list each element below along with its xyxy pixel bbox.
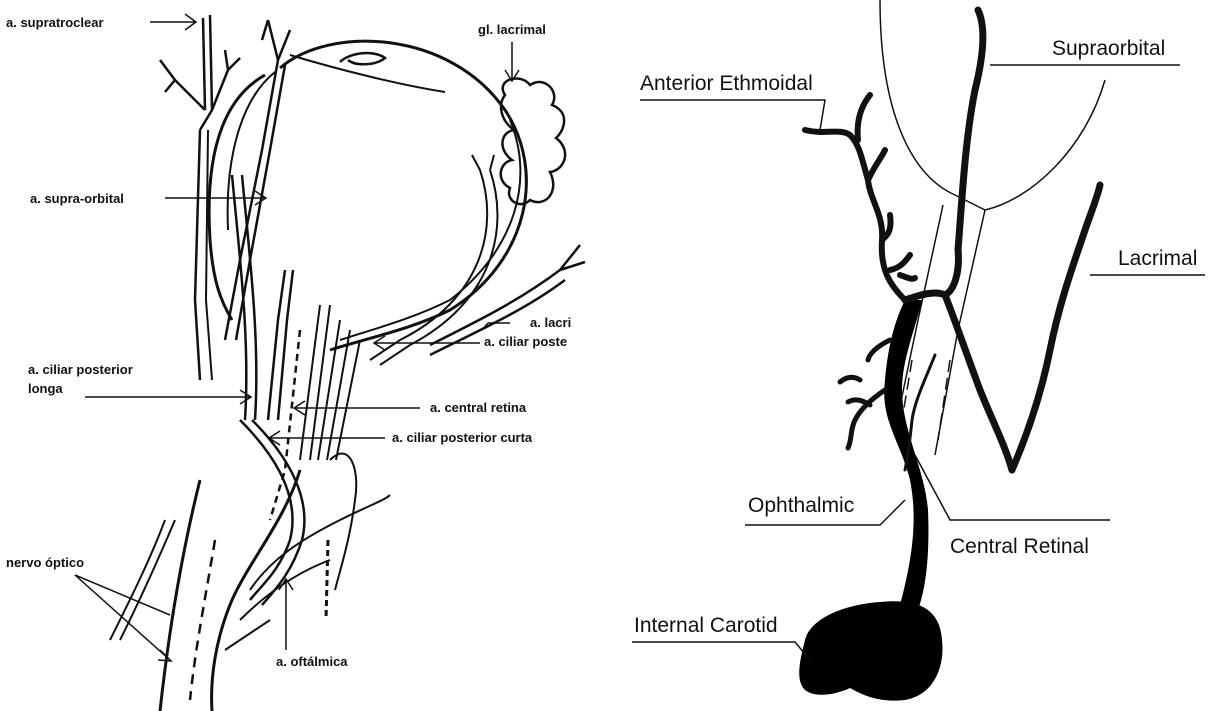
- left-long-ciliary-vessel: [232, 175, 293, 420]
- label-ciliar-curta: a. ciliar posterior curta: [392, 430, 533, 445]
- left-dash-end: [326, 540, 328, 620]
- left-eyeball: [209, 41, 526, 350]
- left-diagram: a. supratroclear gl. lacrimal a. supra-o…: [0, 0, 596, 711]
- label-central-retina: a. central retina: [430, 400, 527, 415]
- right-optic-nerve-dash: [902, 360, 950, 440]
- left-label-lines: [75, 14, 519, 661]
- left-nerve-sheath: [110, 520, 175, 640]
- left-eyeball-inner: [228, 72, 521, 340]
- label-ophthalmic: Ophthalmic: [748, 494, 854, 517]
- right-diagram: Anterior Ethmoidal Supraorbital Lacrimal…: [632, 0, 1205, 701]
- left-lacrimal-gland: [501, 78, 565, 204]
- label-lacrimal-cut: a. lacri: [530, 315, 571, 330]
- left-short-ciliary-shape: [330, 454, 356, 590]
- label-supratroclear: a. supratroclear: [6, 15, 104, 30]
- label-supra-orbital: a. supra-orbital: [30, 191, 124, 206]
- label-lacrimal: Lacrimal: [1118, 247, 1197, 270]
- right-central-retinal: [905, 355, 935, 470]
- label-internal-carotid: Internal Carotid: [634, 614, 778, 637]
- label-central-retinal: Central Retinal: [950, 535, 1089, 558]
- right-lower-twigs: [840, 340, 890, 448]
- left-optic-nerve: [160, 470, 300, 711]
- left-carotid-area: [225, 495, 390, 650]
- label-oftalmica: a. oftálmica: [276, 654, 348, 669]
- label-anterior-ethmoidal: Anterior Ethmoidal: [640, 72, 813, 95]
- label-supraorbital: Supraorbital: [1052, 37, 1165, 60]
- label-nervo-optico: nervo óptico: [6, 555, 84, 570]
- right-main-branches: [905, 10, 1100, 470]
- label-gl-lacrimal: gl. lacrimal: [478, 22, 546, 37]
- right-orbit-outline: [880, 0, 1105, 210]
- left-ciliary-bundle: [300, 305, 360, 460]
- left-cornea: [290, 55, 445, 92]
- left-pupil-mark: [340, 53, 385, 64]
- label-ciliar-poste-cut: a. ciliar poste: [484, 334, 567, 349]
- label-ciliar-longa-2: longa: [28, 381, 63, 396]
- label-ciliar-longa-1: a. ciliar posterior: [28, 362, 133, 377]
- right-internal-carotid: [799, 601, 942, 700]
